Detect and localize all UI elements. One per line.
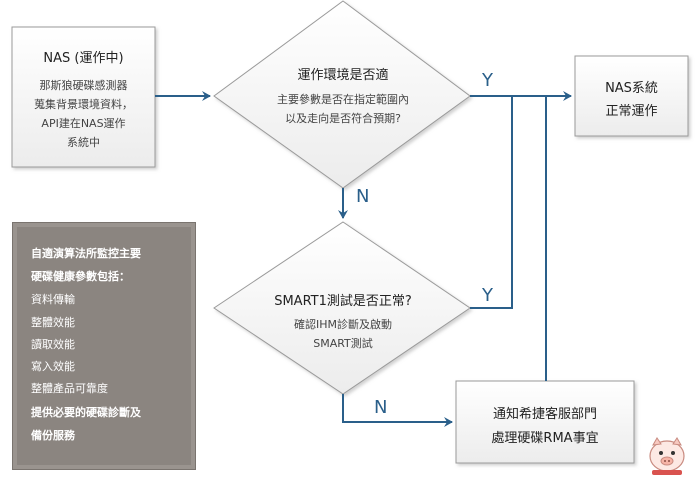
notify-rma-line-2: 處理硬碟RMA事宜 bbox=[491, 431, 599, 446]
nas-running-line-1: 那斯狼硬碟感測器 bbox=[39, 79, 128, 92]
panel-heading-line-2: 硬碟健康參數包括： bbox=[31, 270, 130, 283]
panel-item-5: 整體產品可靠度 bbox=[31, 382, 108, 395]
edge-label-smart-yes: Y bbox=[482, 285, 493, 306]
nas-running-line-2: 蒐集背景環境資料， bbox=[34, 98, 133, 111]
panel-footer-line-1: 提供必要的硬碟診斷及 bbox=[31, 406, 141, 419]
panel-item-4: 寫入效能 bbox=[31, 360, 75, 373]
arrow-smart-no bbox=[342, 394, 453, 427]
nas-ok-box bbox=[574, 55, 689, 137]
decision-env-title: 運作環境是否適 bbox=[297, 68, 389, 83]
panel-item-2: 整體效能 bbox=[31, 316, 75, 329]
decision-smart-title: SMART1測試是否正常? bbox=[274, 294, 412, 309]
notify-rma-box bbox=[455, 380, 635, 464]
edge-label-smart-no: N bbox=[374, 397, 388, 418]
nas-running-line-3: API建在NAS運作 bbox=[41, 117, 126, 130]
panel-item-1: 資料傳輸 bbox=[31, 293, 75, 306]
panel-item-3: 讀取效能 bbox=[31, 338, 75, 351]
panel-footer-line-2: 備份服務 bbox=[31, 429, 75, 442]
panel-heading-line-1: 自適演算法所監控主要 bbox=[31, 247, 141, 260]
arrow-smart-yes bbox=[470, 96, 513, 309]
decision-env-line-1: 主要參數是否在指定範圍內 bbox=[277, 93, 409, 106]
nas-running-line-4: 系統中 bbox=[67, 136, 100, 149]
decision-smart-line-1: 確認IHM診斷及啟動 bbox=[293, 318, 392, 331]
notify-rma-line-1: 通知希捷客服部門 bbox=[492, 407, 597, 422]
nas-ok-line-2: 正常運作 bbox=[605, 104, 658, 119]
decision-smart-line-2: SMART測試 bbox=[313, 337, 373, 350]
pig-mascot-icon bbox=[649, 437, 685, 475]
edge-label-env-yes: Y bbox=[482, 70, 493, 91]
monitoring-params-panel: 自適演算法所監控主要 硬碟健康參數包括： 資料傳輸 整體效能 讀取效能 寫入效能… bbox=[12, 222, 196, 470]
edge-label-env-no: N bbox=[356, 186, 370, 207]
nas-running-title: NAS (運作中) bbox=[43, 51, 124, 66]
decision-env-line-2: 以及走向是否符合預期? bbox=[285, 112, 401, 125]
nas-running-box bbox=[11, 26, 156, 168]
nas-ok-line-1: NAS系統 bbox=[605, 81, 658, 96]
